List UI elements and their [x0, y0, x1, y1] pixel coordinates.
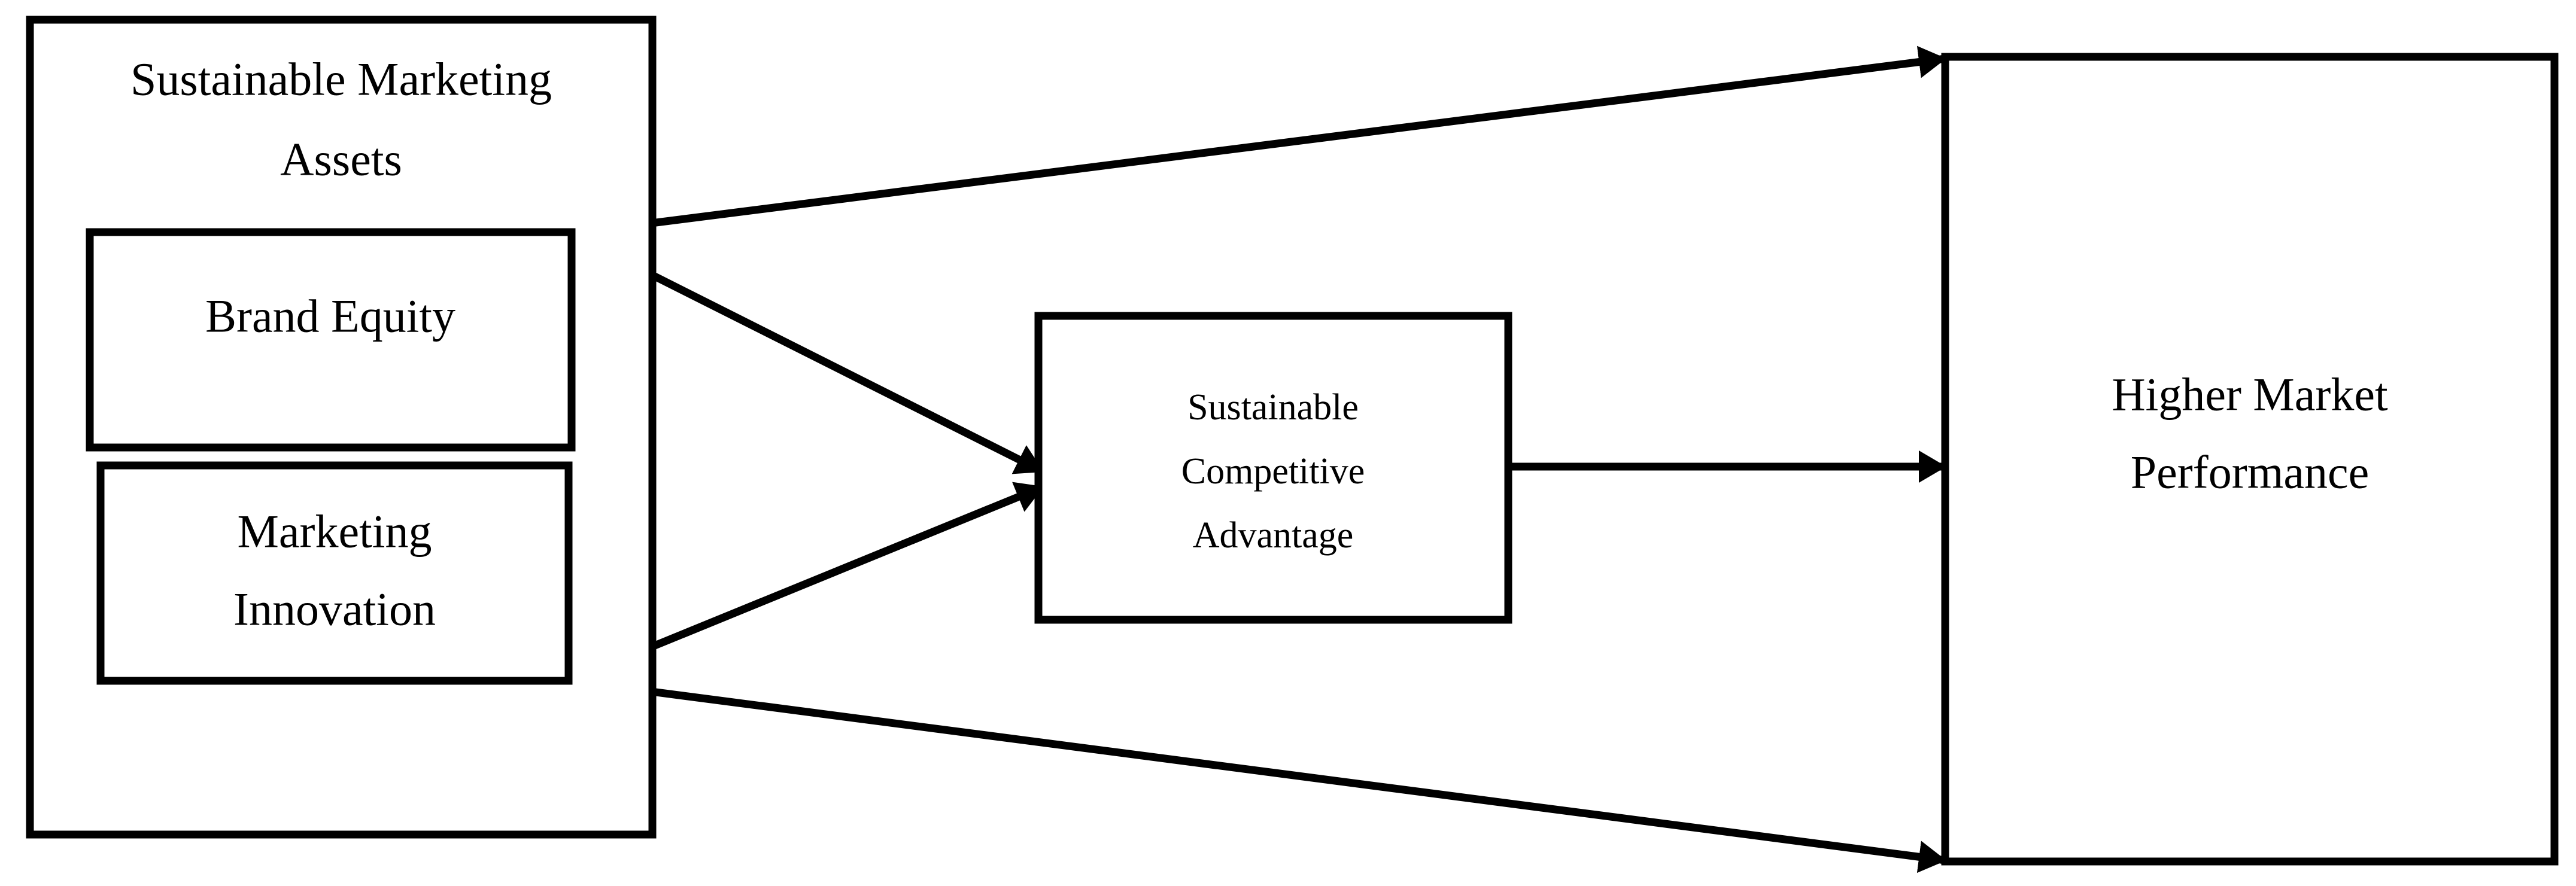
higher-market-performance-label-line2: Performance — [2131, 446, 2369, 498]
sustainable-competitive-advantage-label-line2: Competitive — [1181, 451, 1365, 492]
higher-market-performance-label-line1: Higher Market — [2112, 369, 2388, 421]
node-marketing-innovation: Marketing Innovation — [96, 461, 573, 685]
node-higher-market-performance: Higher Market Performance — [1941, 53, 2559, 866]
sustainable-competitive-advantage-label-line3: Advantage — [1193, 515, 1354, 556]
higher-market-performance-box — [1941, 53, 2559, 866]
marketing-innovation-box — [96, 461, 573, 685]
node-brand-equity: Brand Equity — [86, 228, 576, 452]
brand-equity-label: Brand Equity — [205, 290, 455, 342]
sustainable-competitive-advantage-label-line1: Sustainable — [1187, 387, 1359, 428]
brand-equity-box — [86, 228, 576, 452]
node-sustainable-competitive-advantage: Sustainable Competitive Advantage — [1034, 312, 1512, 624]
marketing-innovation-label-line1: Marketing — [238, 506, 432, 558]
arrow-marketing-innovation-to-higher-market-performance — [568, 677, 1946, 873]
sustainable-competitive-advantage-box — [1034, 312, 1512, 624]
arrow-brand-equity-to-higher-market-performance — [571, 45, 1946, 238]
marketing-innovation-label-line2: Innovation — [233, 583, 436, 635]
sustainable-marketing-assets-label-line1: Sustainable Marketing — [130, 53, 552, 105]
sustainable-marketing-assets-label-line2: Assets — [280, 133, 402, 185]
